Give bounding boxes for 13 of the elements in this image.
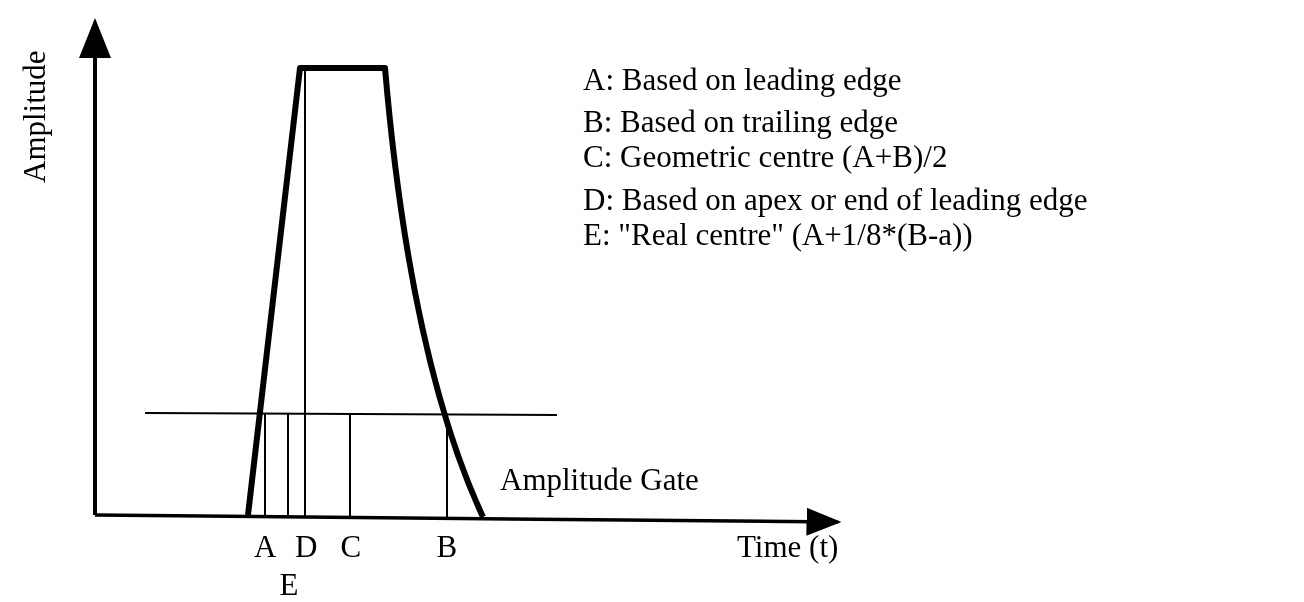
- annotation-text: A: Based on leading edge: [583, 63, 902, 97]
- axis-label: Time (t): [737, 530, 839, 564]
- axis-label: Amplitude: [18, 50, 52, 183]
- annotation-text: B: Based on trailing edge: [583, 105, 899, 139]
- annotation-text: E: "Real centre" (A+1/8*(B-a)): [583, 218, 973, 252]
- annotation-text: D: Based on apex or end of leading edge: [583, 183, 1088, 217]
- marker-letter: C: [340, 530, 362, 564]
- gate-label: Amplitude Gate: [500, 463, 699, 497]
- marker-letter: A: [254, 530, 277, 564]
- marker-letter: D: [295, 530, 318, 564]
- marker-letter: B: [436, 530, 458, 564]
- marker-letter: E: [279, 568, 299, 602]
- annotation-text: C: Geometric centre (A+B)/2: [583, 140, 948, 174]
